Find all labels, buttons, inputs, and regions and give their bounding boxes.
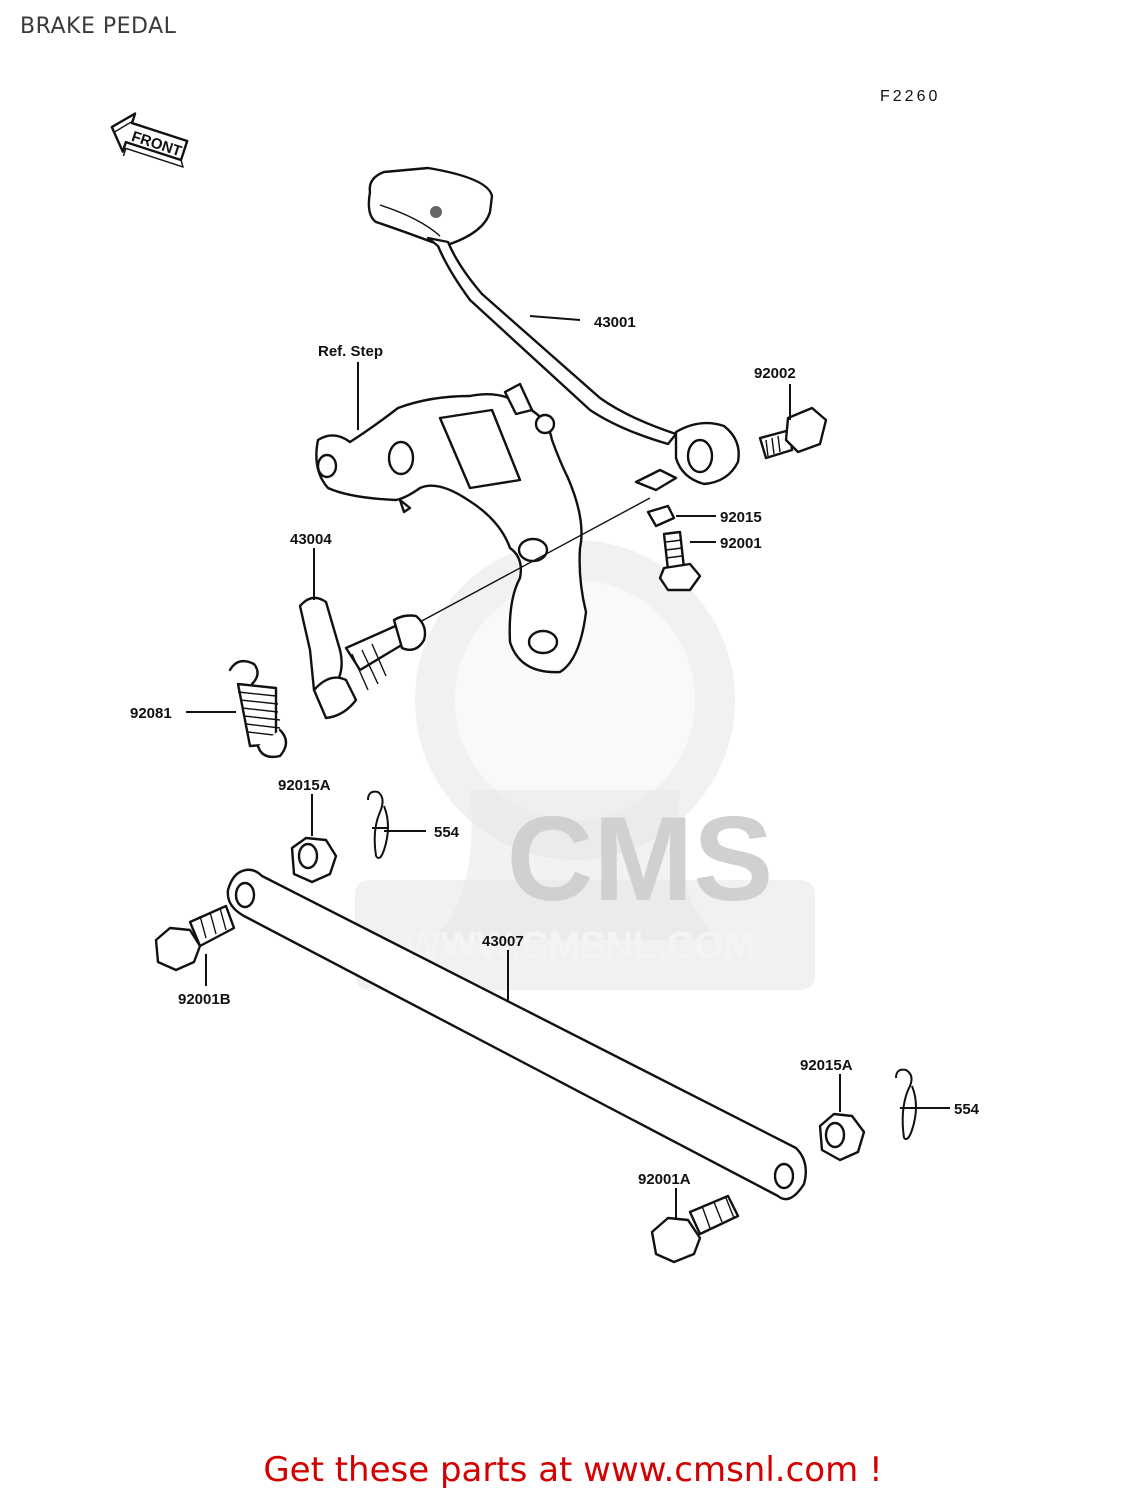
- clip-554-bottom: [895, 1068, 917, 1140]
- callout-labels: 43001 Ref. Step 92002 92015 92001 43004 …: [130, 314, 980, 1188]
- diagram-code: F2260: [880, 88, 940, 105]
- label-92001B: 92001B: [178, 991, 231, 1008]
- label-92081: 92081: [130, 705, 172, 722]
- leader-lines: [186, 315, 950, 1220]
- clip-554-top: [367, 790, 389, 859]
- bolt-92001A: [650, 1194, 740, 1264]
- label-92015A-top: 92015A: [278, 777, 331, 794]
- label-43004: 43004: [290, 531, 332, 548]
- label-92001A: 92001A: [638, 1171, 691, 1188]
- label-43007: 43007: [482, 933, 524, 950]
- label-92002: 92002: [754, 365, 796, 382]
- label-92015A-bottom: 92015A: [800, 1057, 853, 1074]
- parts-diagram: CMS WWW.CMSNL.COM F2260 FRONT: [110, 88, 980, 1264]
- rod-43007: [226, 868, 807, 1201]
- promo-link[interactable]: Get these parts at www.cmsnl.com !: [263, 1450, 883, 1490]
- nut-92015A-top: [290, 836, 338, 884]
- label-92015: 92015: [720, 509, 762, 526]
- label-92001: 92001: [720, 535, 762, 552]
- promo-banner: Get these parts at www.cmsnl.com !: [0, 1450, 1146, 1490]
- label-554-top: 554: [434, 824, 460, 841]
- bolt-92001B: [154, 904, 236, 972]
- bolt-92002: [758, 406, 828, 460]
- watermark-url: WWW.CMSNL.COM: [405, 925, 755, 967]
- washer-92015: [646, 504, 676, 528]
- label-554-bottom: 554: [954, 1101, 980, 1118]
- watermark-brand: CMS: [507, 792, 774, 926]
- brake-pedal-43001: [367, 166, 740, 492]
- ref-step-bracket: [315, 382, 588, 674]
- label-43001: 43001: [594, 314, 636, 331]
- front-arrow-icon: FRONT: [110, 112, 189, 169]
- spring-92081: [228, 659, 288, 759]
- lever-43004: [298, 596, 427, 720]
- label-ref-step: Ref. Step: [318, 343, 383, 360]
- nut-92015A-bottom: [818, 1112, 866, 1162]
- page-title: BRAKE PEDAL: [20, 14, 177, 39]
- bolt-92001: [658, 530, 702, 592]
